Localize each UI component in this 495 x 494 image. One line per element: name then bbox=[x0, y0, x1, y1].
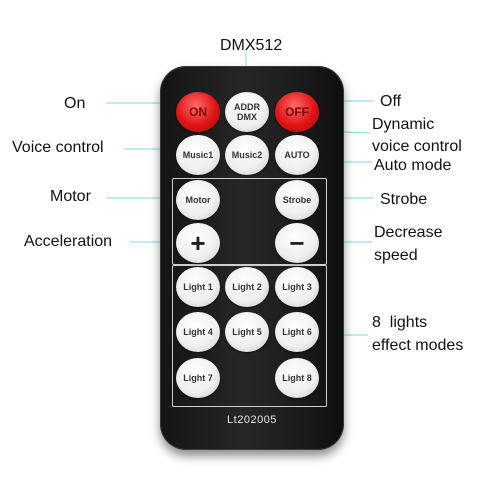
strobe-button[interactable]: Strobe bbox=[275, 180, 319, 220]
music1-button[interactable]: Music1 bbox=[176, 135, 220, 175]
motor-strobe-zone bbox=[172, 178, 327, 265]
label-acceleration: Acceleration bbox=[24, 233, 113, 250]
label-voice-control-right: voice control bbox=[372, 138, 462, 155]
light1-button[interactable]: Light 1 bbox=[176, 267, 220, 307]
label-strobe: Strobe bbox=[380, 191, 428, 208]
light4-button[interactable]: Light 4 bbox=[176, 312, 220, 352]
light6-button[interactable]: Light 6 bbox=[275, 312, 319, 352]
music2-button[interactable]: Music2 bbox=[225, 135, 269, 175]
label-8-lights: 8 lights bbox=[372, 314, 428, 331]
label-voice-control-left: Voice control bbox=[12, 139, 104, 156]
label-decrease: Decrease bbox=[374, 224, 443, 241]
label-on: On bbox=[64, 95, 86, 112]
motor-button[interactable]: Motor bbox=[176, 180, 220, 220]
lights-zone bbox=[172, 265, 327, 407]
minus-button[interactable]: − bbox=[275, 223, 319, 263]
plus-button[interactable]: + bbox=[176, 223, 220, 263]
label-dmx512: DMX512 bbox=[220, 37, 283, 54]
label-dynamic: Dynamic bbox=[372, 116, 435, 133]
light5-button[interactable]: Light 5 bbox=[225, 312, 269, 352]
light7-button[interactable]: Light 7 bbox=[176, 358, 220, 398]
addr-line2: DMX bbox=[237, 112, 257, 122]
off-button[interactable]: OFF bbox=[275, 92, 319, 132]
label-speed: speed bbox=[374, 247, 418, 264]
label-off: Off bbox=[380, 93, 402, 110]
on-button[interactable]: ON bbox=[176, 92, 220, 132]
light3-button[interactable]: Light 3 bbox=[275, 267, 319, 307]
label-motor: Motor bbox=[50, 188, 91, 205]
addr-dmx-button[interactable]: ADDR DMX bbox=[225, 92, 269, 132]
label-effect-modes: effect modes bbox=[372, 337, 464, 354]
addr-label: ADDR DMX bbox=[234, 102, 260, 122]
light8-button[interactable]: Light 8 bbox=[275, 358, 319, 398]
model-number: Lt202005 bbox=[227, 414, 277, 426]
light2-button[interactable]: Light 2 bbox=[225, 267, 269, 307]
auto-button[interactable]: AUTO bbox=[275, 135, 319, 175]
addr-line1: ADDR bbox=[234, 102, 260, 112]
label-auto-mode: Auto mode bbox=[374, 157, 452, 174]
